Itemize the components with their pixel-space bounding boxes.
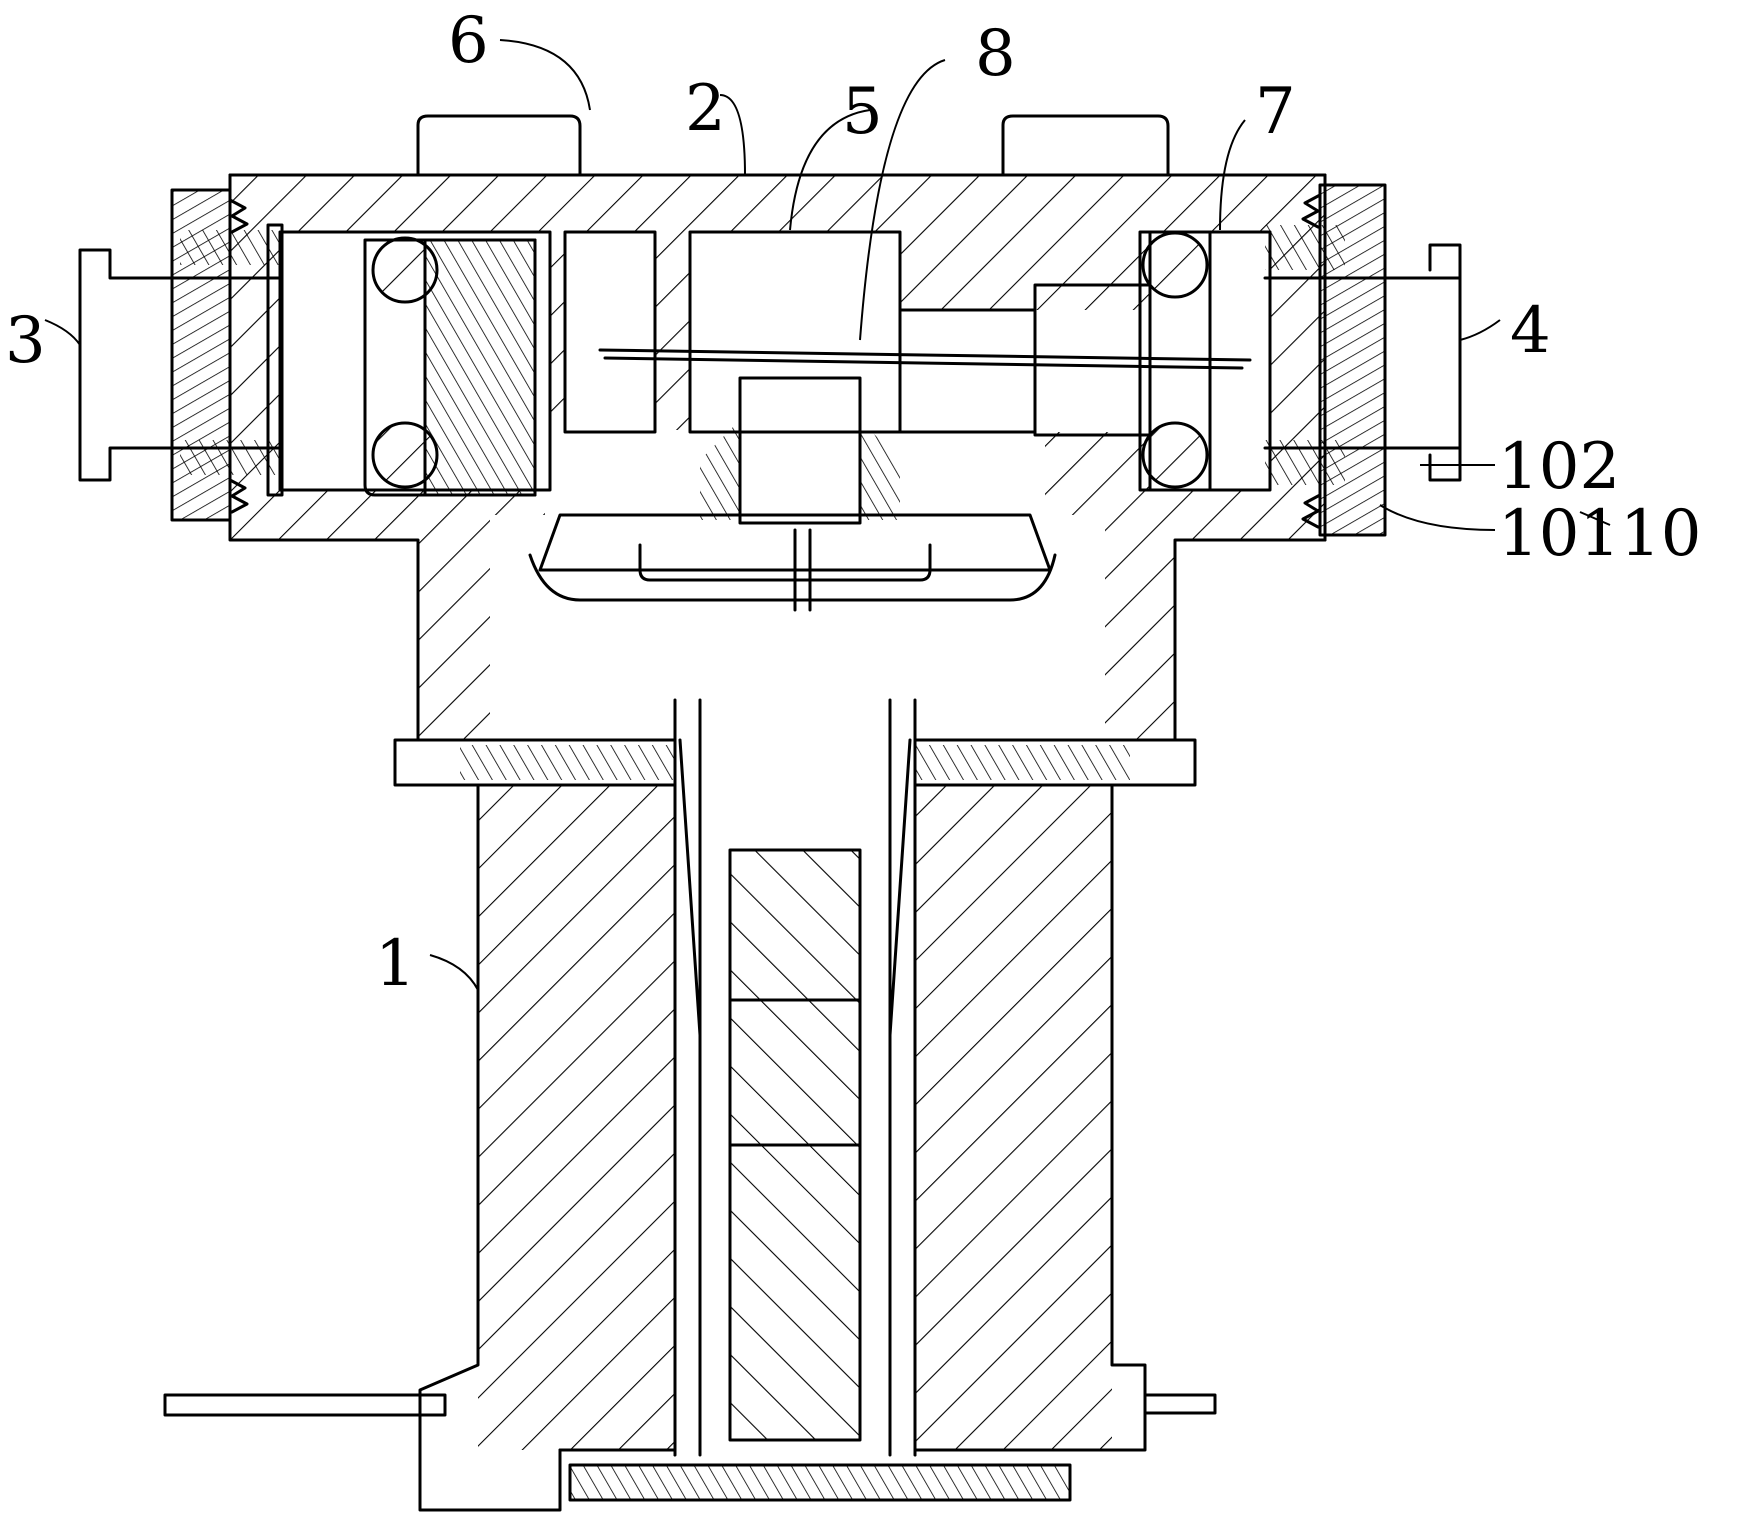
right-seal-ring	[1138, 230, 1212, 492]
label-2: 2	[685, 72, 726, 146]
diaphragm-assembly	[528, 348, 1252, 612]
label-3: 3	[5, 304, 46, 378]
label-6: 6	[448, 4, 489, 78]
lower-housing	[163, 698, 1217, 1512]
label-5: 5	[842, 75, 883, 149]
left-fitting	[78, 188, 284, 522]
leader-lines	[44, 39, 1611, 991]
label-101: 101	[1498, 497, 1620, 571]
right-fitting	[1263, 183, 1462, 537]
label-7: 7	[1255, 75, 1296, 149]
label-4: 4	[1510, 294, 1551, 368]
label-1: 1	[375, 927, 416, 1001]
label-102: 102	[1498, 430, 1620, 504]
left-seal-ring	[363, 236, 537, 497]
label-8: 8	[975, 17, 1016, 91]
label-10: 10	[1620, 497, 1701, 571]
